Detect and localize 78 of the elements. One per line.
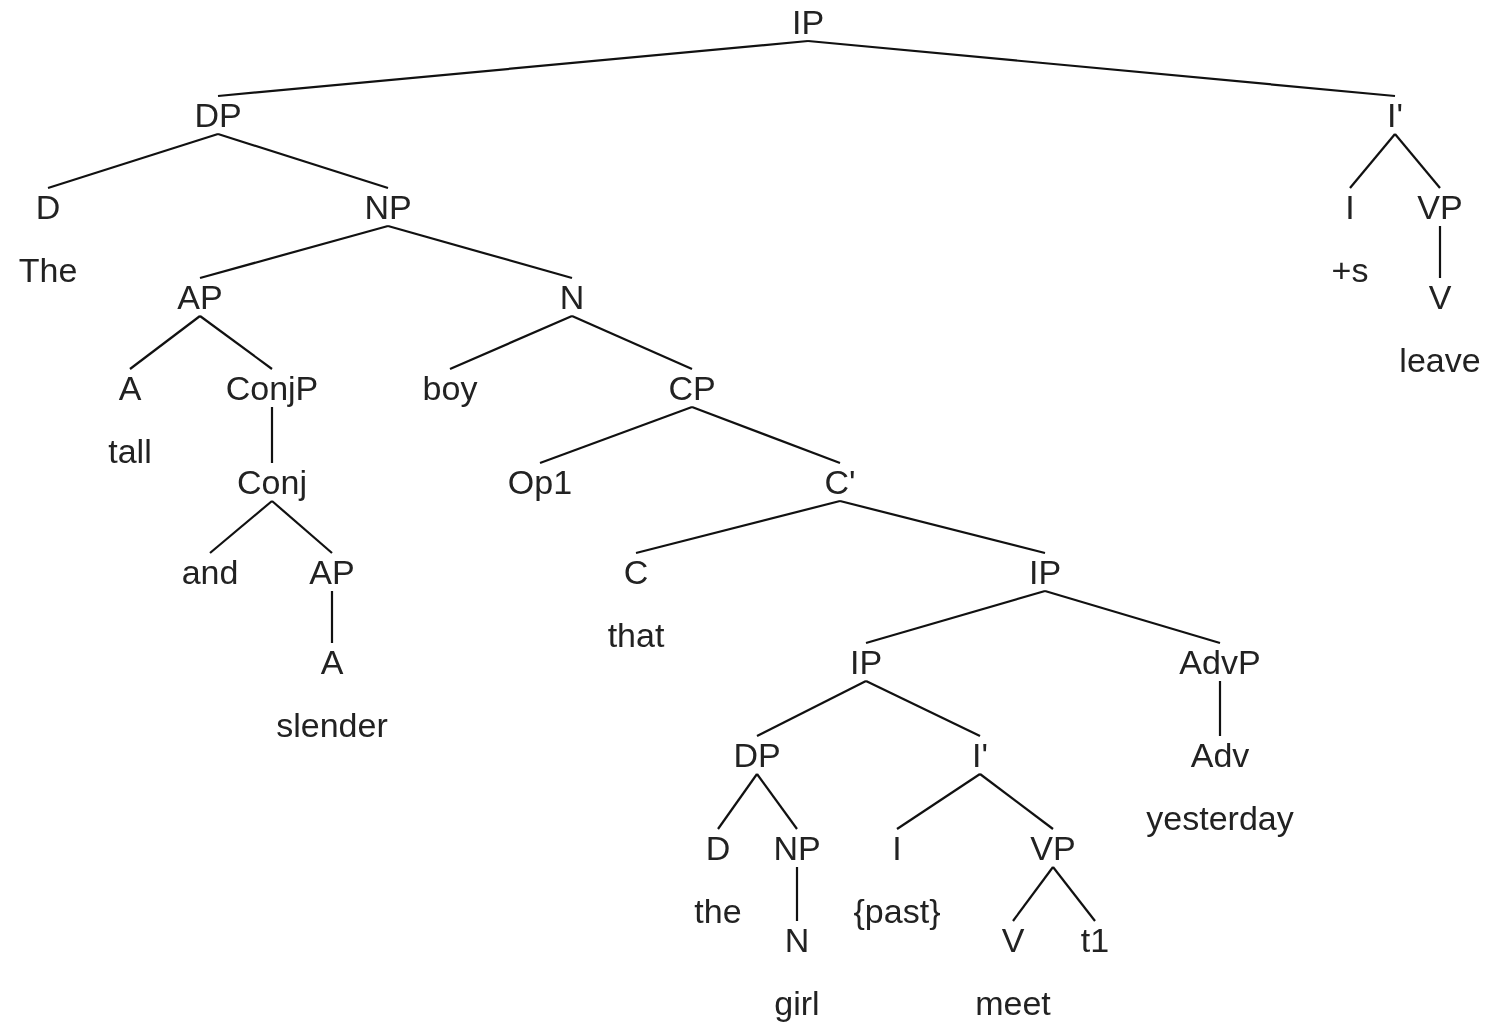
tree-branch xyxy=(896,773,981,830)
node-label: Adv xyxy=(1189,736,1251,774)
node-label: I' xyxy=(971,736,989,774)
node-label: C xyxy=(622,553,650,591)
tree-branch xyxy=(1394,133,1441,189)
node-label: V xyxy=(1000,921,1026,959)
word-label: the xyxy=(694,894,742,928)
node-label: t1 xyxy=(1079,921,1111,959)
node-label: Op1 xyxy=(506,463,574,501)
tree-branch xyxy=(199,315,273,370)
node-label: V xyxy=(1427,278,1453,316)
node-label: D xyxy=(704,829,732,867)
tree-branch xyxy=(756,773,798,830)
node-label: DP xyxy=(732,736,782,774)
tree-branch xyxy=(217,39,809,98)
tree-branch xyxy=(691,405,841,465)
node-label: I xyxy=(1344,188,1356,226)
word-label: leave xyxy=(1399,343,1481,377)
node-label: NP xyxy=(363,188,413,226)
node-label: I' xyxy=(1386,96,1404,134)
word-label: tall xyxy=(108,434,152,468)
tree-branch xyxy=(865,589,1046,645)
tree-branch xyxy=(717,773,758,830)
word-label: The xyxy=(18,253,78,287)
tree-branch xyxy=(271,500,333,554)
word-label: +s xyxy=(1331,253,1369,287)
node-label: I xyxy=(891,829,903,867)
node-label: IP xyxy=(1027,553,1063,591)
tree-branch xyxy=(209,500,273,554)
tree-branch xyxy=(330,591,334,643)
node-label: D xyxy=(34,188,62,226)
node-label: DP xyxy=(193,96,243,134)
node-label: C' xyxy=(823,463,857,501)
node-label: and xyxy=(180,553,240,591)
tree-branch xyxy=(1052,866,1096,922)
node-label: AP xyxy=(176,278,224,316)
tree-branch xyxy=(865,680,981,737)
tree-branch xyxy=(129,315,201,370)
tree-branch xyxy=(839,499,1046,555)
tree-branch xyxy=(979,773,1054,830)
tree-branch xyxy=(795,867,799,921)
node-label: NP xyxy=(772,829,822,867)
word-label: slender xyxy=(276,708,388,742)
node-label: A xyxy=(319,643,345,681)
tree-branch xyxy=(47,132,219,190)
node-label: N xyxy=(783,921,811,959)
word-label: that xyxy=(607,618,665,652)
node-label: AdvP xyxy=(1178,643,1262,681)
node-label: A xyxy=(117,369,143,407)
tree-branch xyxy=(1438,226,1442,278)
node-label: Conj xyxy=(236,463,308,501)
node-label: ConjP xyxy=(224,369,320,407)
tree-branch xyxy=(1012,866,1054,922)
tree-branch xyxy=(1349,133,1396,189)
tree-branch xyxy=(1044,589,1221,645)
word-label: girl xyxy=(774,986,820,1020)
node-label: N xyxy=(558,278,586,316)
tree-branch xyxy=(217,132,389,190)
tree-branch xyxy=(270,407,274,463)
tree-branch xyxy=(635,499,841,555)
node-label: IP xyxy=(790,3,826,41)
tree-branch xyxy=(449,315,573,370)
node-label: AP xyxy=(308,553,356,591)
node-label: CP xyxy=(667,369,717,407)
node-label: boy xyxy=(421,369,479,407)
tree-branch xyxy=(571,315,693,370)
tree-branch xyxy=(756,680,867,737)
node-label: IP xyxy=(848,643,884,681)
word-label: meet xyxy=(975,986,1051,1020)
word-label: yesterday xyxy=(1146,801,1294,835)
node-label: VP xyxy=(1029,829,1077,867)
tree-branch xyxy=(807,39,1396,98)
tree-branch xyxy=(539,405,693,465)
tree-branch xyxy=(387,224,573,280)
word-label: {past} xyxy=(853,894,941,928)
tree-branch xyxy=(199,224,389,280)
node-label: VP xyxy=(1416,188,1464,226)
tree-branch xyxy=(1218,681,1222,736)
